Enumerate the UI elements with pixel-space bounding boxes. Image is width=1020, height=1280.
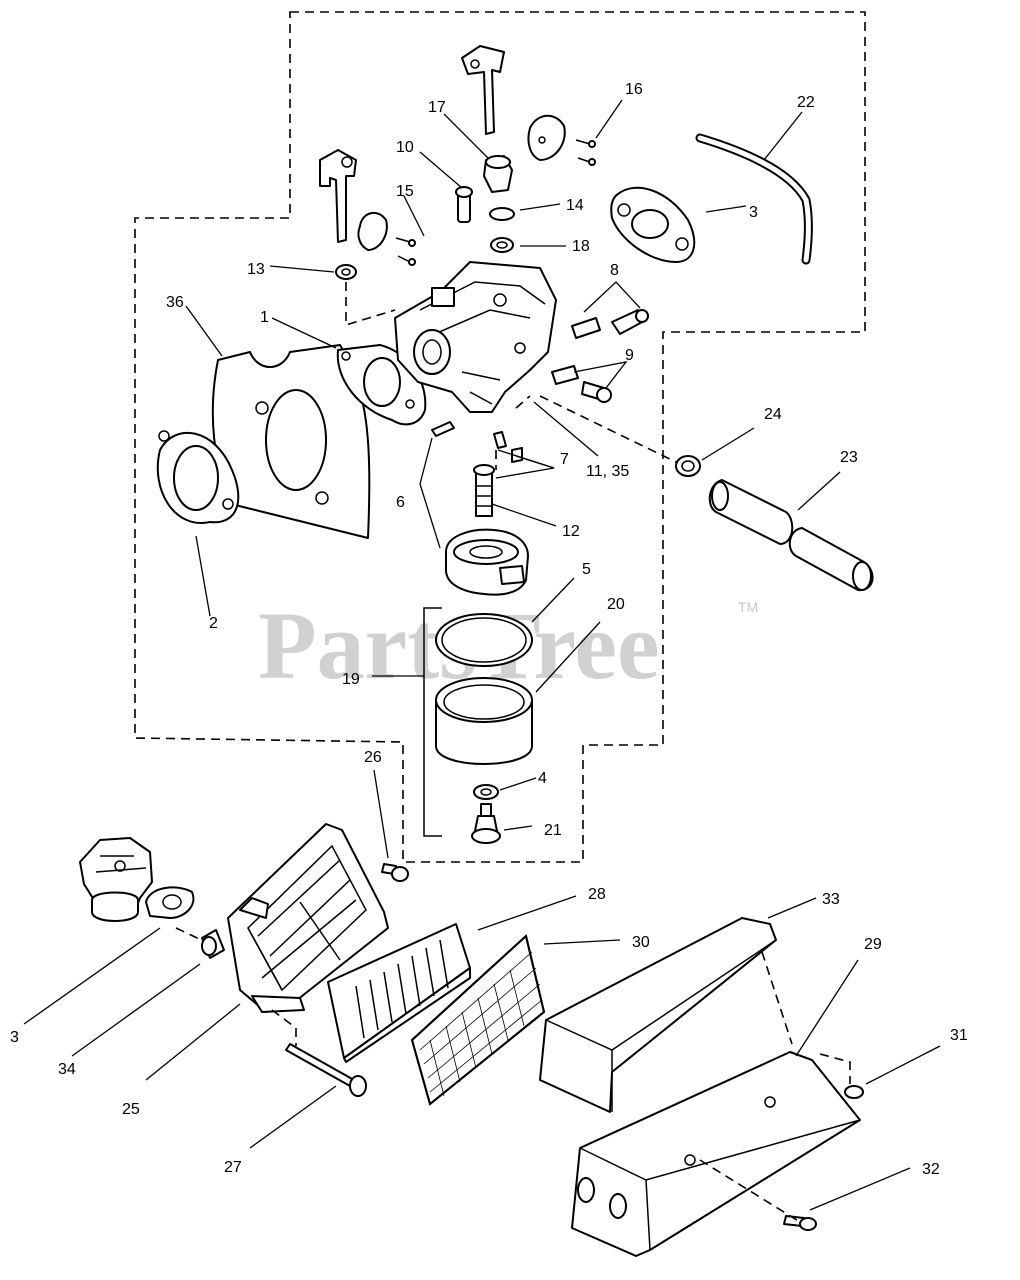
callout-14: 14 (566, 197, 584, 214)
part-36-gasket (211, 344, 371, 539)
part-13-leader (345, 282, 396, 327)
callout-34: 34 (58, 1061, 76, 1078)
part-17-choke-shaft (461, 45, 513, 193)
callout-24: 24 (764, 406, 782, 423)
callout-29: 29 (864, 936, 882, 953)
part-13-washer (335, 264, 357, 280)
part-34-spacer (201, 929, 225, 959)
part-14-seal (489, 207, 515, 221)
part-27-bolt (285, 1043, 367, 1097)
part-28-filter (327, 923, 471, 1063)
callout-15: 15 (396, 183, 414, 200)
part-26-screw (381, 863, 409, 882)
callout-23: 23 (840, 449, 858, 466)
callout-1: 1 (260, 309, 269, 326)
part-4-washer (473, 784, 499, 800)
callout-3-top: 3 (749, 204, 758, 221)
callout-25: 25 (122, 1101, 140, 1118)
part-10-jet (455, 186, 473, 223)
callout-20: 20 (607, 596, 625, 613)
callout-3-bottom: 3 (10, 1029, 19, 1046)
part-6-float (445, 528, 529, 596)
callout-13: 13 (247, 261, 265, 278)
callout-12: 12 (562, 523, 580, 540)
callout-6: 6 (396, 494, 405, 511)
part-2-gasket (156, 430, 240, 525)
carburetor-body (394, 261, 557, 413)
part-20-bowl (435, 677, 533, 765)
carburetor-thumbnail (79, 837, 195, 922)
part-16-choke-plate (527, 114, 596, 166)
callout-22: 22 (797, 94, 815, 111)
callout-labels: 1 2 3 3 4 5 6 7 8 9 10 11, 35 12 13 14 1… (10, 81, 968, 1178)
part-19-bracket (423, 607, 442, 837)
part-12-nozzle (473, 464, 495, 517)
part-9-screws (551, 365, 612, 403)
part-30-screen (410, 934, 546, 1106)
part-25-base (227, 823, 389, 1013)
callout-36: 36 (166, 294, 184, 311)
leader-lines (23, 99, 941, 1211)
part-23-fuel-line (708, 479, 874, 592)
kit-boundary (134, 11, 866, 863)
callout-9: 9 (625, 347, 634, 364)
callout-4: 4 (538, 770, 547, 787)
part-6-pins (431, 421, 523, 463)
callout-30: 30 (632, 934, 650, 951)
callout-33: 33 (822, 891, 840, 908)
callout-16: 16 (625, 81, 643, 98)
callout-28: 28 (588, 886, 606, 903)
callout-10: 10 (396, 139, 414, 156)
part-8-screws (571, 309, 649, 339)
part-24-clamp (675, 455, 701, 477)
callout-17: 17 (428, 99, 446, 116)
part-3-gasket-top (610, 186, 696, 263)
part-18-seal (490, 237, 514, 253)
callout-26: 26 (364, 749, 382, 766)
part-5-ring (435, 613, 533, 667)
throttle-shaft (319, 149, 416, 266)
callout-31: 31 (950, 1027, 968, 1044)
callout-19: 19 (342, 671, 360, 688)
callout-18: 18 (572, 238, 590, 255)
callout-11-35: 11, 35 (586, 463, 629, 480)
part-29-cover-bottom (571, 1051, 861, 1257)
fuel-line-leader (539, 395, 677, 463)
callout-21: 21 (544, 822, 562, 839)
callout-7: 7 (560, 451, 569, 468)
callout-32: 32 (922, 1161, 940, 1178)
watermark-trademark: TM (738, 599, 758, 615)
callout-27: 27 (224, 1159, 242, 1176)
part-33-cover-top (539, 917, 777, 1113)
callout-8: 8 (610, 262, 619, 279)
callout-2: 2 (209, 615, 218, 632)
part-21-bolt (471, 803, 501, 844)
part-31-washer (844, 1085, 864, 1099)
callout-5: 5 (582, 561, 591, 578)
part-32-screw (783, 1215, 817, 1231)
